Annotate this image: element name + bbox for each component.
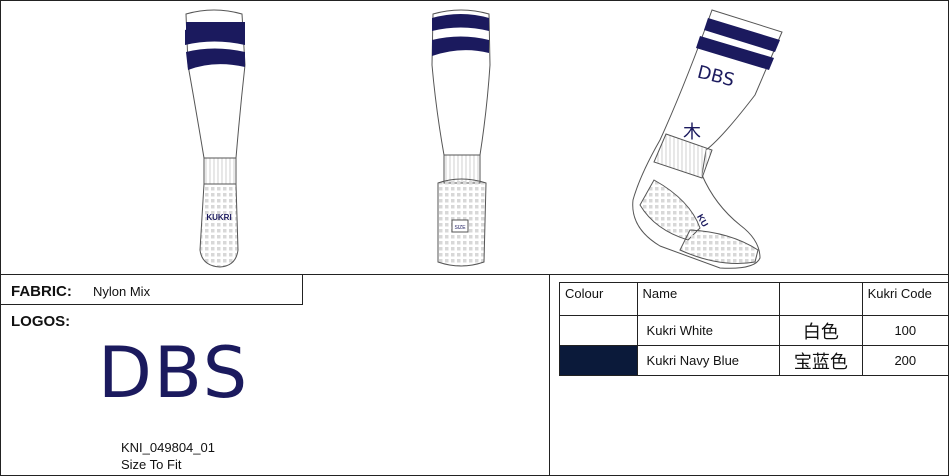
fabric-value: Nylon Mix [93,284,151,299]
horizontal-divider [0,274,949,275]
front-sock: KUKRI [185,9,246,268]
front-sock-logo: KUKRI [206,213,231,222]
colour-code: 100 [861,315,949,346]
colour-swatch-white [559,315,638,346]
product-code: KNI_049804_01 [121,440,215,455]
colour-table-header: Colour Name Kukri Code [559,282,949,316]
side-sock: DBS 木 KU [632,9,783,269]
sock-illustrations: KUKRI SIZE DBS 木 KU [185,9,783,269]
side-sock-mark: 木 [683,122,701,143]
vertical-divider [549,274,550,476]
back-sock: SIZE [431,9,491,267]
back-sock-size-label: SIZE [454,225,466,231]
colour-table: Colour Name Kukri Code Kukri White 白色 10… [559,282,949,376]
size-text: Size To Fit [121,457,182,472]
colour-name: Kukri Navy Blue [636,345,781,376]
logos-label: LOGOS: [11,313,71,330]
colour-code: 200 [861,345,949,376]
sock-drawings-svg: KUKRI SIZE DBS 木 KU [185,9,783,269]
header-kukri-code: Kukri Code [861,282,949,316]
header-blank [779,282,863,316]
table-row: Kukri White 白色 100 [559,315,949,346]
dbs-logo: DBS [98,332,250,414]
colour-chinese: 宝蓝色 [779,345,863,376]
header-name: Name [636,282,781,316]
colour-chinese: 白色 [779,315,863,346]
fabric-label: FABRIC: [11,283,72,300]
colour-name: Kukri White [636,315,781,346]
fabric-box [0,275,303,305]
table-row: Kukri Navy Blue 宝蓝色 200 [559,345,949,376]
header-colour: Colour [559,282,638,316]
colour-swatch-navy [559,345,638,376]
